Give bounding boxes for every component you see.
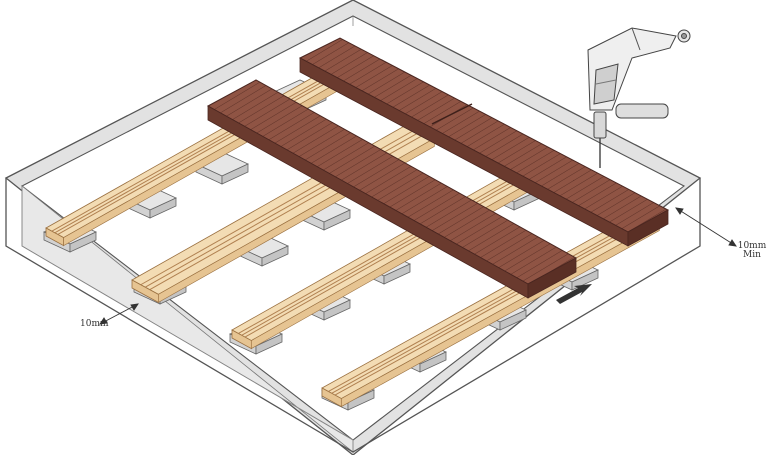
gap-label-right-value: 10mm	[737, 241, 767, 251]
floor-frame	[4, 0, 702, 455]
decking-board-back	[298, 37, 670, 247]
decking-board-front	[206, 79, 578, 299]
floor-surface	[20, 15, 686, 441]
dimension-line-right	[675, 207, 737, 247]
gap-label-left: 10mm	[80, 319, 109, 329]
drill-icon	[587, 27, 691, 168]
dimension-line-left	[99, 303, 139, 325]
dimension-arrow-icon	[99, 207, 737, 325]
direction-arrow-icon	[556, 284, 592, 304]
gap-label-right-min: Min	[743, 250, 761, 260]
decking-boards	[206, 37, 670, 299]
gap-label-right: 10mm Min	[732, 242, 772, 260]
